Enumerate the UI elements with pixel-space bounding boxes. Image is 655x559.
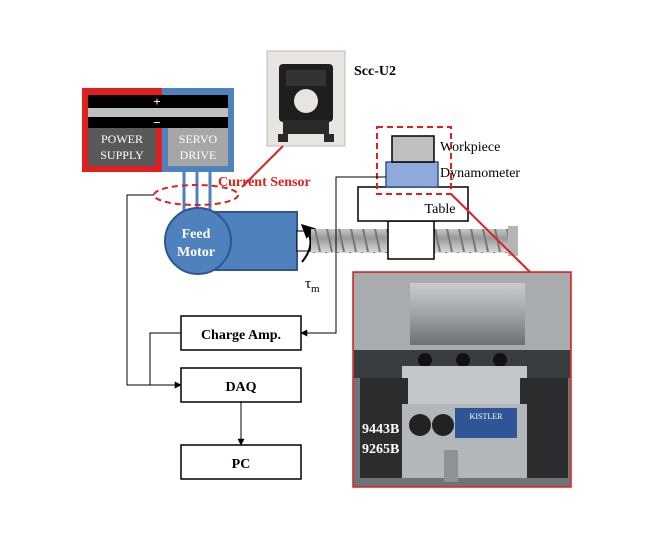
servo-drive-label-1: SERVO bbox=[179, 132, 218, 146]
sensor-callout-line bbox=[241, 145, 284, 188]
model-label-9265b: 9265B bbox=[362, 442, 399, 457]
kistler-brand: KISTLER bbox=[470, 412, 504, 421]
current-sensor-label: Current Sensor bbox=[218, 175, 311, 190]
servo-drive-label-2: DRIVE bbox=[180, 148, 217, 162]
power-supply-unit bbox=[82, 88, 234, 172]
table-label: Table bbox=[425, 202, 456, 217]
minus-terminal: − bbox=[153, 115, 160, 130]
current-sensor-to-daq-wire bbox=[126, 194, 182, 389]
pc-label: PC bbox=[232, 457, 251, 472]
charge-amp-label: Charge Amp. bbox=[201, 328, 281, 343]
daq-label: DAQ bbox=[225, 380, 256, 395]
charge-amp-box bbox=[180, 315, 302, 351]
screw-end bbox=[508, 226, 518, 256]
feed-motor-label-1: Feed bbox=[182, 227, 211, 242]
photo-callout-line bbox=[450, 193, 531, 273]
signal-wires bbox=[126, 176, 386, 446]
charge-amp-to-daq-wire bbox=[149, 332, 181, 385]
power-supply-label-1: POWER bbox=[101, 132, 143, 146]
dynamometer-label: Dynamometer bbox=[440, 166, 520, 181]
dynamometer-photo bbox=[352, 271, 572, 488]
dynamometer-block bbox=[385, 161, 439, 188]
torque-symbol: τm bbox=[305, 276, 320, 295]
current-sensor-photo bbox=[266, 50, 346, 147]
motor-cables bbox=[182, 172, 212, 212]
torque-arrow bbox=[300, 224, 316, 263]
workpiece-block bbox=[391, 135, 435, 163]
dynamometer-to-charge-amp-wire bbox=[300, 176, 386, 337]
model-label-9443b: 9443B bbox=[362, 422, 399, 437]
screw-nut bbox=[387, 220, 435, 260]
plus-terminal: + bbox=[153, 94, 160, 109]
workpiece-label: Workpiece bbox=[440, 140, 500, 155]
current-sensor-ellipse bbox=[153, 184, 239, 206]
power-supply-label-2: SUPPLY bbox=[100, 148, 144, 162]
feed-motor-label-2: Motor bbox=[177, 245, 215, 260]
sensor-model-label: Scc-U2 bbox=[354, 64, 396, 79]
table-block bbox=[357, 186, 469, 222]
feed-motor bbox=[164, 207, 312, 275]
